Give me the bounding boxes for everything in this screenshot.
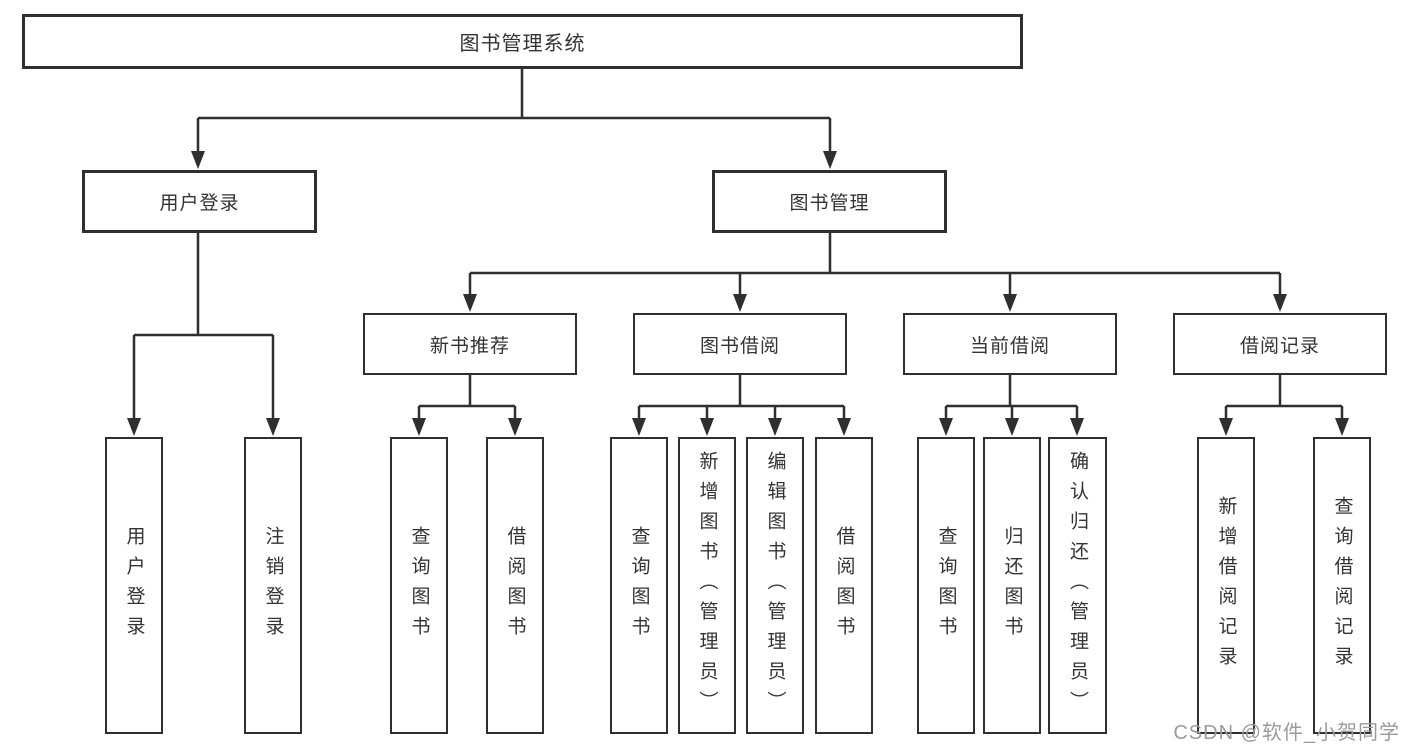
node-library-system-label: 图书管理系统 xyxy=(459,33,586,55)
leaf-user-login: 用户登录 xyxy=(105,437,163,734)
node-book-management-label: 图书管理 xyxy=(789,193,870,214)
leaf-edit-book-admin: 编辑图书（管理员） xyxy=(746,437,804,734)
connector-lines xyxy=(132,69,1344,420)
node-new-book-recommend: 新书推荐 xyxy=(363,313,577,375)
node-book-borrowing-label: 图书借阅 xyxy=(699,335,780,357)
csdn-watermark: CSDN @软件_小贺同学 xyxy=(1173,722,1400,744)
leaf-query-borrow-record: 查询借阅记录 xyxy=(1313,437,1371,734)
node-book-management: 图书管理 xyxy=(712,170,947,233)
leaf-borrowing-query-books: 查询图书 xyxy=(610,437,668,734)
leaf-borrowing-borrow-books: 借阅图书 xyxy=(815,437,873,734)
node-current-borrowing-label: 当前借阅 xyxy=(969,335,1050,357)
leaf-query-borrow-record-label: 查询借阅记录 xyxy=(1331,495,1353,676)
leaf-borrowing-query-books-label: 查询图书 xyxy=(628,525,650,646)
node-user-login-label: 用户登录 xyxy=(159,193,240,214)
node-book-borrowing: 图书借阅 xyxy=(633,313,847,375)
node-borrowing-records: 借阅记录 xyxy=(1173,313,1387,375)
node-borrowing-records-label: 借阅记录 xyxy=(1239,335,1320,357)
node-current-borrowing: 当前借阅 xyxy=(903,313,1117,375)
leaf-add-book-admin: 新增图书（管理员） xyxy=(678,437,736,734)
leaf-confirm-return-admin: 确认归还（管理员） xyxy=(1048,437,1107,734)
leaf-user-login-label: 用户登录 xyxy=(123,525,145,646)
leaf-recommend-borrow-books-label: 借阅图书 xyxy=(504,525,526,646)
node-library-system: 图书管理系统 xyxy=(22,14,1023,69)
leaf-recommend-query-books: 查询图书 xyxy=(390,437,448,734)
leaf-logout-label: 注销登录 xyxy=(262,525,284,646)
node-new-book-recommend-label: 新书推荐 xyxy=(429,335,510,357)
leaf-borrowing-borrow-books-label: 借阅图书 xyxy=(833,525,855,646)
leaf-current-query-books-label: 查询图书 xyxy=(935,525,957,646)
leaf-edit-book-admin-label: 编辑图书（管理员） xyxy=(764,450,786,721)
leaf-add-borrow-record: 新增借阅记录 xyxy=(1197,437,1255,734)
leaf-return-book-label: 归还图书 xyxy=(1001,525,1023,646)
leaf-recommend-borrow-books: 借阅图书 xyxy=(486,437,544,734)
leaf-return-book: 归还图书 xyxy=(983,437,1041,734)
leaf-current-query-books: 查询图书 xyxy=(917,437,975,734)
leaf-logout: 注销登录 xyxy=(244,437,302,734)
leaf-confirm-return-admin-label: 确认归还（管理员） xyxy=(1067,450,1088,721)
leaf-add-book-admin-label: 新增图书（管理员） xyxy=(696,450,718,721)
leaf-add-borrow-record-label: 新增借阅记录 xyxy=(1215,495,1237,676)
leaf-recommend-query-books-label: 查询图书 xyxy=(408,525,430,646)
node-user-login: 用户登录 xyxy=(82,170,317,233)
